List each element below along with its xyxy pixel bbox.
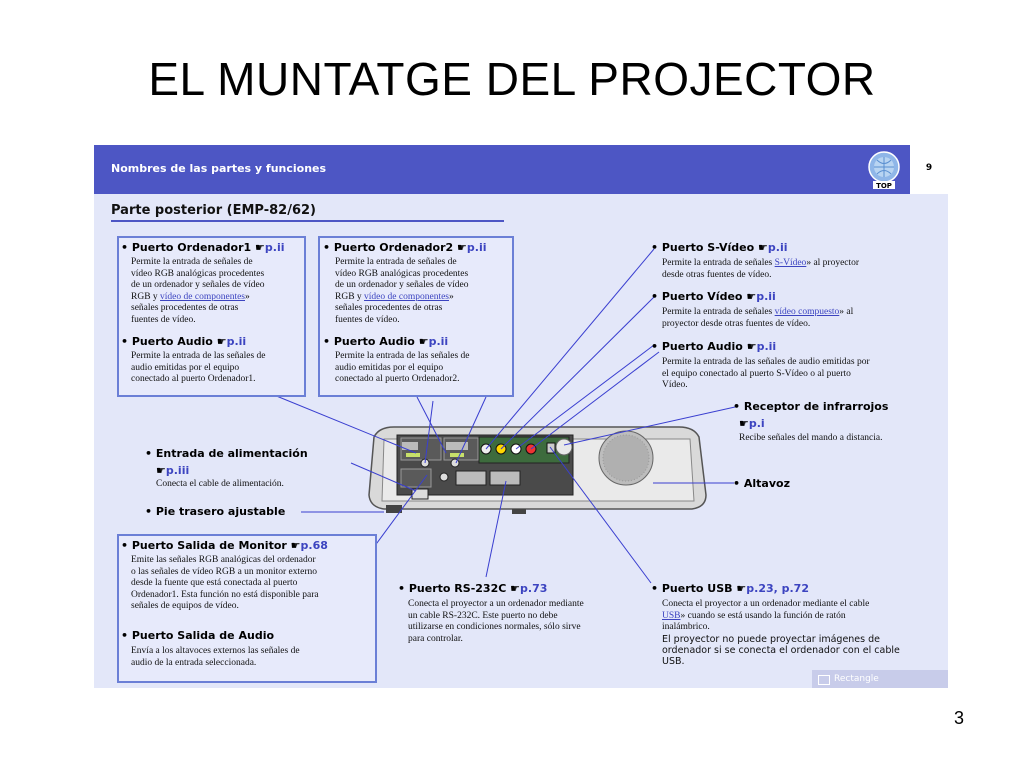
slide-title: EL MUNTATGE DEL PROJECTOR	[148, 53, 876, 105]
section-title: Parte posterior (EMP-82/62)	[111, 203, 316, 218]
item-puerto-ordenador2: • Puerto Ordenador2 ☛p.ii	[323, 241, 487, 254]
ir-description: Recibe señales del mando a distancia.	[739, 433, 883, 443]
ordenador2-description: Permite la entrada de señales de vídeo R…	[335, 257, 469, 325]
hand-pointer-icon: ☛	[255, 241, 265, 254]
manual-header: Nombres de las partes y funciones	[94, 145, 948, 194]
item-puerto-usb: • Puerto USB ☛p.23, p.72	[651, 582, 809, 595]
hand-pointer-icon: ☛	[736, 582, 747, 595]
ref-link[interactable]: p.23, p.72	[746, 582, 809, 595]
page-number: 9	[925, 163, 933, 173]
top-globe-icon[interactable]: TOP	[866, 150, 902, 190]
hand-pointer-icon: ☛	[758, 241, 768, 254]
manual-header-title: Nombres de las partes y funciones	[111, 162, 327, 175]
callout-box-ordenador1	[117, 236, 306, 397]
audio1-description: Permite la entrada de las señales de aud…	[131, 351, 266, 384]
item-receptor-infrarrojos: • Receptor de infrarrojos	[733, 400, 889, 413]
projector-illustration	[368, 426, 707, 514]
ref-link[interactable]: p.ii	[428, 335, 449, 348]
section-underline	[111, 220, 504, 222]
rs232-description: Conecta el proyector a un ordenador medi…	[408, 599, 584, 644]
item-puerto-svideo: • Puerto S-Vídeo ☛p.ii	[651, 241, 788, 254]
ordenador1-description: Permite la entrada de señales de vídeo R…	[131, 257, 265, 325]
item-pie-trasero: • Pie trasero ajustable	[145, 505, 286, 518]
power-description: Conecta el cable de alimentación.	[156, 479, 284, 489]
ref-link[interactable]: p.ii	[226, 335, 247, 348]
rectangle-icon	[818, 675, 830, 685]
hand-pointer-icon: ☛	[457, 241, 467, 254]
item-altavoz: • Altavoz	[733, 477, 790, 490]
link-s-video[interactable]: S-Vídeo	[774, 258, 807, 268]
item-salida-audio: • Puerto Salida de Audio	[121, 629, 275, 642]
callout-lines	[273, 248, 736, 584]
callout-box-salida-monitor	[117, 534, 377, 683]
hand-pointer-icon: ☛	[510, 582, 521, 595]
manual-screenshot: Nombres de las partes y funciones TOP 9 …	[94, 145, 948, 688]
slide-number: 3	[953, 708, 964, 728]
hand-pointer-icon: ☛	[290, 539, 301, 552]
rectangle-label: Rectangle	[812, 670, 948, 688]
ref-link[interactable]: p.73	[520, 582, 548, 595]
item-puerto-audio1: • Puerto Audio ☛p.ii	[121, 335, 247, 348]
ref-link[interactable]: p.ii	[466, 241, 487, 254]
ref-link[interactable]: p.ii	[756, 340, 777, 353]
callout-box-ordenador2	[318, 236, 514, 397]
link-video-compuesto[interactable]: vídeo compuesto	[774, 307, 840, 317]
ref-link[interactable]: p.i	[748, 417, 765, 430]
hand-pointer-icon: ☛	[156, 464, 166, 477]
hand-pointer-icon: ☛	[216, 335, 227, 348]
item-puerto-video: • Puerto Vídeo ☛p.ii	[651, 290, 776, 303]
monitor-description: Emite las señales RGB analógicas del ord…	[131, 555, 319, 611]
item-salida-monitor: • Puerto Salida de Monitor ☛p.68	[121, 539, 328, 552]
item-entrada-alimentacion: • Entrada de alimentación	[145, 447, 308, 460]
power-ref: ☛p.iii	[156, 464, 189, 477]
ir-ref: ☛p.i	[739, 417, 765, 430]
page-number-box: 9	[910, 145, 948, 194]
hand-pointer-icon: ☛	[746, 340, 757, 353]
projector-diagram	[273, 248, 736, 584]
audioout-description: Envía a los altavoces externos las señal…	[131, 646, 300, 668]
top-icon-label: TOP	[876, 182, 892, 190]
item-puerto-ordenador1: • Puerto Ordenador1 ☛p.ii	[121, 241, 285, 254]
ref-link[interactable]: p.ii	[264, 241, 285, 254]
usb-description: Conecta el proyector a un ordenador medi…	[662, 599, 870, 632]
svideo-description: Permite la entrada de señales S-Vídeo» a…	[662, 258, 860, 280]
ref-link[interactable]: p.68	[300, 539, 328, 552]
video-description: Permite la entrada de señales vídeo comp…	[662, 307, 854, 329]
audio2-description: Permite la entrada de las señales de aud…	[335, 351, 470, 384]
hand-pointer-icon: ☛	[418, 335, 429, 348]
link-video-componentes[interactable]: vídeo de componentes	[364, 291, 449, 302]
item-puerto-audio2: • Puerto Audio ☛p.ii	[323, 335, 449, 348]
audio3-description: Permite la entrada de las señales de aud…	[662, 357, 870, 390]
link-video-componentes[interactable]: vídeo de componentes	[160, 291, 245, 302]
ref-link[interactable]: p.ii	[756, 290, 776, 303]
item-puerto-rs232c: • Puerto RS-232C ☛p.73	[398, 582, 548, 595]
hand-pointer-icon: ☛	[746, 290, 757, 303]
ref-link[interactable]: p.ii	[767, 241, 788, 254]
item-puerto-audio3: • Puerto Audio ☛p.ii	[651, 340, 777, 353]
link-usb[interactable]: USB	[662, 610, 681, 621]
hand-pointer-icon: ☛	[739, 417, 749, 430]
ref-link[interactable]: p.iii	[165, 464, 190, 477]
usb-warning: El proyector no puede proyectar imágenes…	[662, 634, 900, 667]
